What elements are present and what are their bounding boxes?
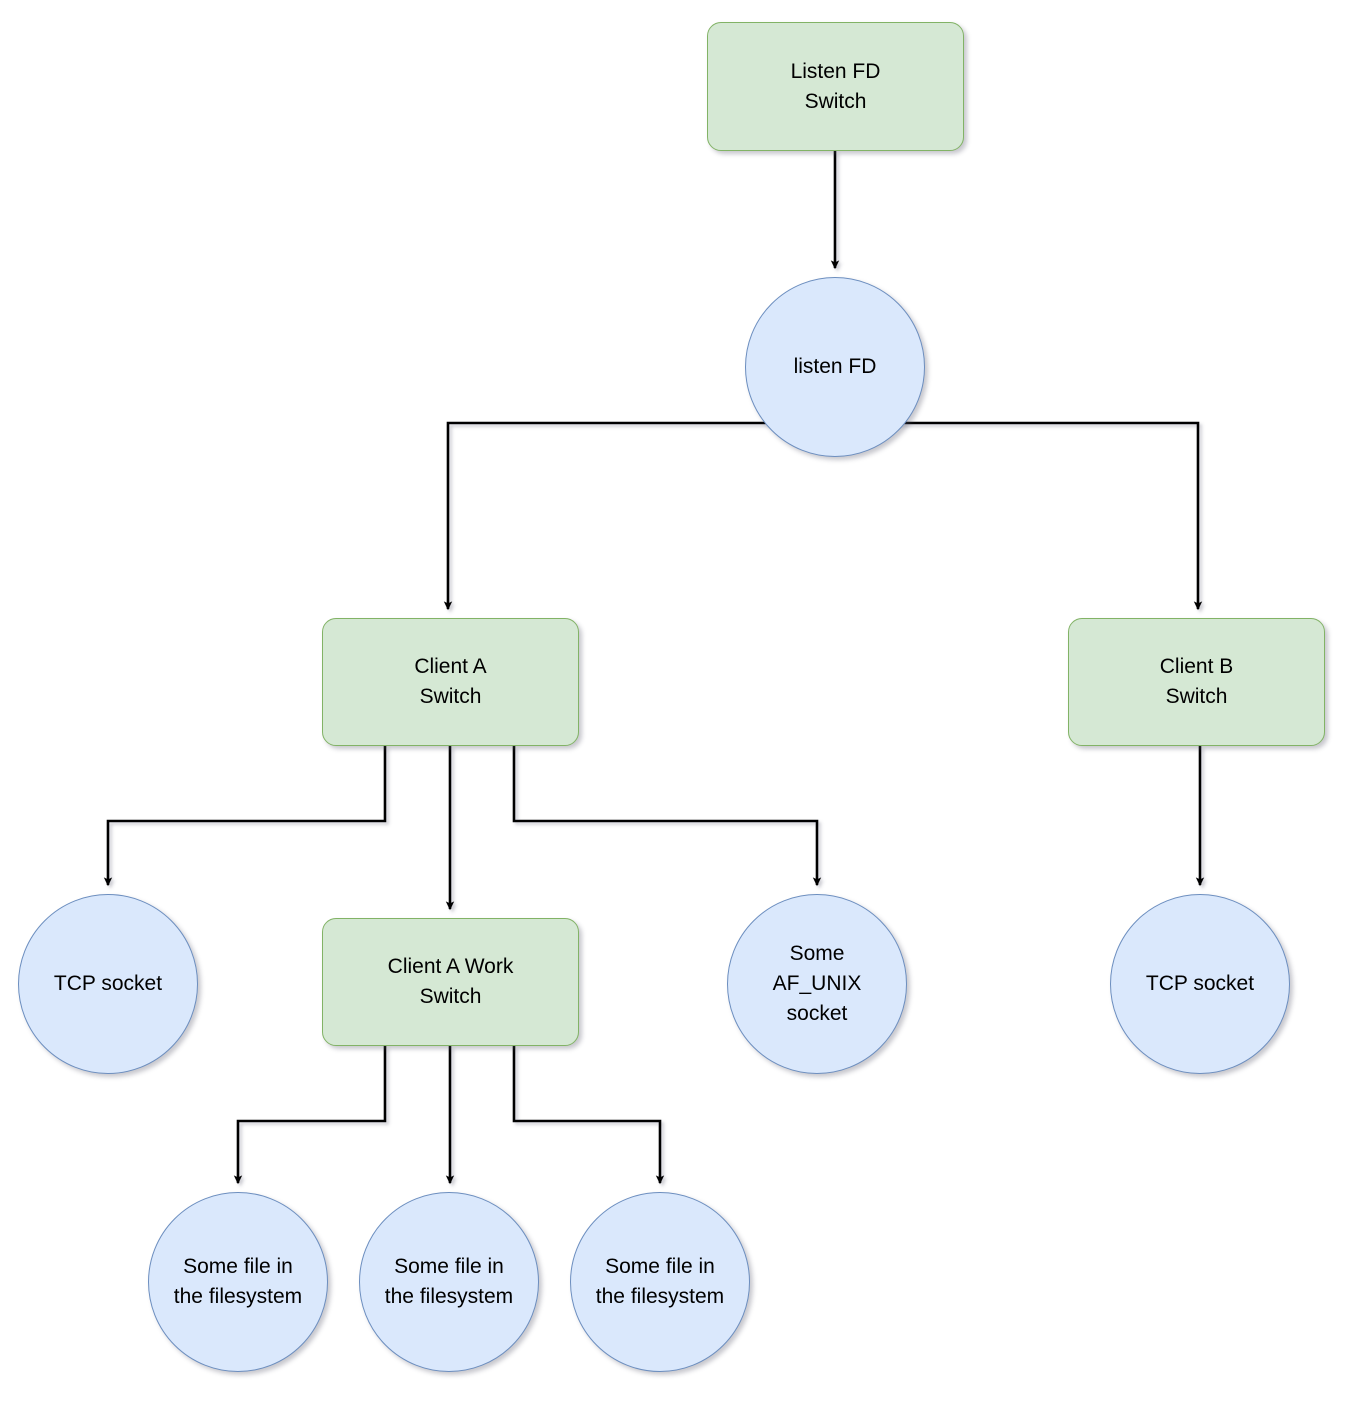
edge-client-a-work-switch-to-file-3 xyxy=(512,1046,665,1185)
node-af-unix-socket[interactable]: Some AF_UNIX socket xyxy=(727,894,907,1074)
node-client-a-work-switch[interactable]: Client A Work Switch xyxy=(322,918,579,1046)
node-tcp-socket-a[interactable]: TCP socket xyxy=(18,894,198,1074)
edge-client-a-switch-to-af-unix-socket xyxy=(512,746,822,887)
node-listen-fd-label: listen FD xyxy=(793,355,877,379)
node-tcp-socket-b-label: TCP socket xyxy=(1145,972,1255,996)
node-file-1[interactable]: Some file in the filesystem xyxy=(148,1192,328,1372)
node-file-2[interactable]: Some file in the filesystem xyxy=(359,1192,539,1372)
node-file-2-label: Some file in the filesystem xyxy=(384,1255,514,1308)
node-client-b-switch-label: Client B Switch xyxy=(1159,655,1234,708)
edge-client-a-work-switch-to-file-1 xyxy=(233,1046,387,1185)
node-af-unix-socket-label: Some AF_UNIX socket xyxy=(772,942,862,1025)
node-client-b-switch[interactable]: Client B Switch xyxy=(1068,618,1325,746)
node-file-3-label: Some file in the filesystem xyxy=(595,1255,725,1308)
node-file-1-label: Some file in the filesystem xyxy=(173,1255,303,1308)
edge-listen-fd-to-client-b-switch xyxy=(835,421,1203,611)
node-tcp-socket-b[interactable]: TCP socket xyxy=(1110,894,1290,1074)
edge-listen-fd-to-client-a-switch xyxy=(443,421,835,611)
node-tcp-socket-a-label: TCP socket xyxy=(53,972,163,996)
node-listen-fd-switch[interactable]: Listen FD Switch xyxy=(707,22,964,151)
node-client-a-switch-label: Client A Switch xyxy=(414,655,487,708)
node-client-a-work-switch-label: Client A Work Switch xyxy=(387,955,514,1008)
edge-client-a-switch-to-tcp-socket-a xyxy=(103,746,387,887)
node-client-a-switch[interactable]: Client A Switch xyxy=(322,618,579,746)
node-listen-fd-switch-label: Listen FD Switch xyxy=(790,59,881,113)
node-listen-fd[interactable]: listen FD xyxy=(745,277,925,457)
node-file-3[interactable]: Some file in the filesystem xyxy=(570,1192,750,1372)
